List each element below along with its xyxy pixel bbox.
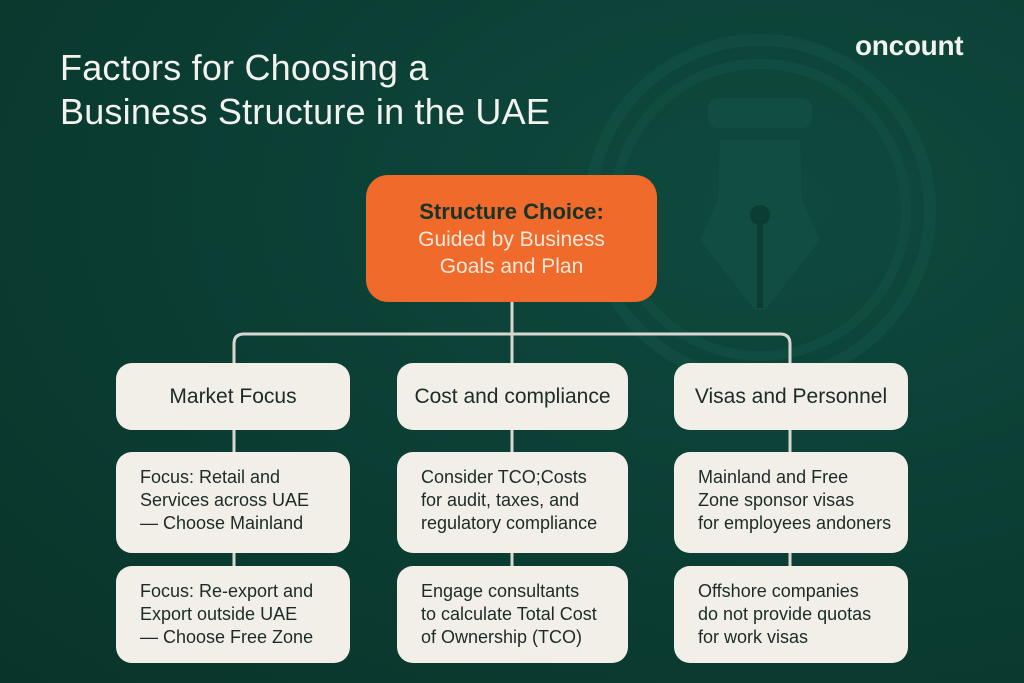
item-line: for work visas — [698, 627, 809, 647]
item-line: Mainland and Free — [698, 467, 849, 487]
brand-logo: oncount — [855, 30, 964, 61]
item-line: Zone sponsor visas — [698, 490, 855, 510]
cost-compliance-item-1: Consider TCO;Costs for audit, taxes, and… — [397, 452, 628, 553]
item-line: — Choose Mainland — [140, 513, 304, 533]
category-market-focus: Market Focus — [116, 363, 350, 430]
page-title: Factors for Choosing a Business Structur… — [60, 46, 550, 134]
item-line: Consider TCO;Costs — [421, 467, 587, 487]
item-line: for audit, taxes, and — [421, 490, 580, 510]
item-line: regulatory compliance — [421, 513, 598, 533]
item-line: Export outside UAE — [140, 604, 298, 624]
root-node-structure-choice: Structure Choice: Guided by Business Goa… — [366, 175, 657, 302]
item-line: Offshore companies — [698, 581, 859, 601]
item-line: do not provide quotas — [698, 604, 872, 624]
visas-personnel-item-2: Offshore companies do not provide quotas… — [674, 566, 908, 663]
item-line: for employees andoners — [698, 513, 892, 533]
root-sub-line-2: Goals and Plan — [439, 254, 584, 278]
item-line: Engage consultants — [421, 581, 580, 601]
item-line: Services across UAE — [140, 490, 310, 510]
category-visas-and-personnel: Visas and Personnel — [674, 363, 908, 430]
visas-personnel-item-1: Mainland and Free Zone sponsor visas for… — [674, 452, 908, 553]
root-heading: Structure Choice: — [419, 198, 604, 224]
title-line-1: Factors for Choosing a — [60, 47, 429, 88]
item-line: — Choose Free Zone — [140, 627, 314, 647]
item-line: Focus: Retail and — [140, 467, 281, 487]
root-sub-line-1: Guided by Business — [418, 227, 605, 251]
market-focus-item-2: Focus: Re-export and Export outside UAE … — [116, 566, 350, 663]
item-line: to calculate Total Cost — [421, 604, 597, 624]
item-line: Focus: Re-export and — [140, 581, 314, 601]
title-line-2: Business Structure in the UAE — [60, 91, 551, 132]
item-line: of Ownership (TCO) — [421, 627, 583, 647]
category-cost-and-compliance: Cost and compliance — [397, 363, 628, 430]
cost-compliance-item-2: Engage consultants to calculate Total Co… — [397, 566, 628, 663]
market-focus-item-1: Focus: Retail and Services across UAE — … — [116, 452, 350, 553]
